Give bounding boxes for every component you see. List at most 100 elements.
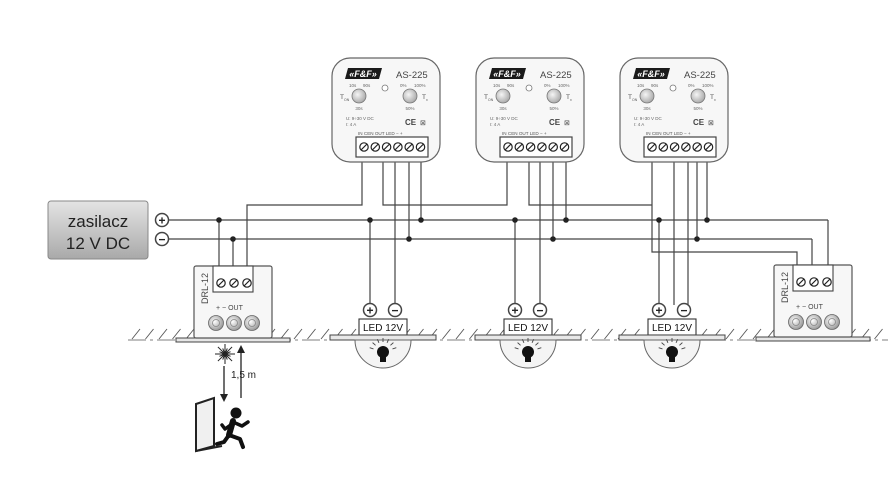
knob-dial [495, 88, 511, 104]
module-terminal-labels: IN CEN OUT LED − + [502, 131, 547, 136]
knob-dial [546, 88, 562, 104]
door-icon [195, 396, 223, 453]
bulb-glass [377, 346, 389, 358]
terminal-screw-slot [230, 279, 238, 287]
knob-min: 0% [400, 83, 407, 88]
knob-label: T [484, 94, 488, 101]
bulb-ray [675, 339, 679, 344]
sensor-terminal-labels: + − OUT [796, 304, 824, 311]
bulb-ray [372, 342, 376, 346]
module-model: AS-225 [396, 70, 428, 81]
lamp-terminal-sign: + [366, 304, 373, 318]
lamp-terminal-minus: − [387, 302, 403, 318]
lamp-terminal-ring [507, 302, 523, 318]
bulb-ray [679, 342, 683, 346]
sensor-lens-inner [792, 318, 800, 326]
bulb-ray [535, 342, 539, 346]
power-supply-title: zasilacz [68, 212, 128, 231]
ceiling-hatch [442, 328, 451, 340]
ce-mark-icon: CE [693, 118, 705, 127]
knob-label: T [340, 94, 344, 101]
terminal-screw-slot [360, 143, 368, 151]
knob-max: 100% [414, 83, 426, 88]
knob-label: T [710, 94, 714, 101]
module-spec-voltage: U: 9÷30 V DC [490, 116, 518, 121]
terminal-screw-slot [659, 143, 667, 151]
lamp-terminal-ring [676, 302, 692, 318]
bulb-ray [386, 339, 390, 344]
sensor-lens-inner [230, 319, 238, 327]
terminal-screw-slot [504, 143, 512, 151]
module-housing [475, 57, 585, 163]
knob-min: 10s [637, 83, 645, 88]
lamp-terminal-ring [387, 302, 403, 318]
svg-text:+: + [158, 214, 165, 228]
ceiling-hatch [320, 328, 330, 340]
knob-max: 90s [507, 83, 515, 88]
bulb-ray [392, 347, 397, 350]
knob-max: 90s [363, 83, 371, 88]
knob-dial [402, 88, 418, 104]
bulb-glass [666, 346, 678, 358]
led-lamp: +−LED 12V [618, 302, 726, 369]
module-spec-current: I: 4 A [634, 122, 644, 127]
terminal-screw-slot [797, 278, 805, 286]
knob-bottom: 50% [405, 106, 414, 111]
bulb-ray [369, 347, 374, 350]
module-model: AS-225 [684, 70, 716, 81]
lamp-label: LED 12V [508, 323, 548, 334]
sensor-lens [824, 314, 840, 330]
terminal-screw-slot [549, 143, 557, 151]
sensor-lens [806, 314, 822, 330]
supply-terminal-plus: + [154, 212, 170, 228]
bulb-ray [537, 347, 542, 350]
terminal-screw-slot [217, 279, 225, 287]
ceiling-hatch [158, 328, 168, 340]
terminal-screw-slot [515, 143, 523, 151]
brand-logo-text: «F&F» [349, 69, 377, 79]
brand-logo: «F&F» [345, 68, 382, 79]
module-terminal-labels: IN CEN OUT LED − + [646, 131, 691, 136]
knob-label-sub: x [570, 98, 572, 102]
sensor-lens [788, 314, 804, 330]
wire-junction [216, 217, 222, 223]
sensor-lens-inner [810, 318, 818, 326]
terminal-block [643, 136, 717, 158]
wire [528, 160, 652, 206]
bulb-icon [658, 338, 686, 362]
lamp-terminal-minus: − [532, 302, 548, 318]
bulb-base [380, 357, 386, 362]
bulb-ray [661, 342, 665, 346]
wire-junction [406, 236, 412, 242]
bulb-glass [522, 346, 534, 358]
svg-text:−: − [158, 233, 165, 247]
knob-label-sub: x [426, 98, 428, 102]
sensor-lens-inner [248, 319, 256, 327]
weee-bin-icon: ⊠ [564, 120, 570, 127]
wire [382, 160, 508, 206]
knob-label-sub: ON [488, 98, 494, 102]
lamp-terminal-plus: + [362, 302, 378, 318]
terminal-screw-slot [538, 143, 546, 151]
module-model: AS-225 [540, 70, 572, 81]
terminal-screw-slot [405, 143, 413, 151]
bulb-ray [514, 347, 519, 350]
status-led [525, 84, 533, 92]
lamp-terminal-sign: + [655, 304, 662, 318]
status-led [381, 84, 389, 92]
knob-bottom: 30s [643, 106, 651, 111]
ceiling-hatch [752, 328, 762, 340]
terminal-screw-slot [383, 143, 391, 151]
module-spec-current: I: 4 A [346, 122, 356, 127]
sensor-flange [175, 337, 291, 343]
lamp-terminal-ring [532, 302, 548, 318]
bulb-ray [658, 347, 663, 350]
brand-logo-text: «F&F» [493, 69, 521, 79]
module-housing [331, 57, 441, 163]
terminal-screw-slot [243, 279, 251, 287]
ceiling-hatch [293, 328, 303, 340]
